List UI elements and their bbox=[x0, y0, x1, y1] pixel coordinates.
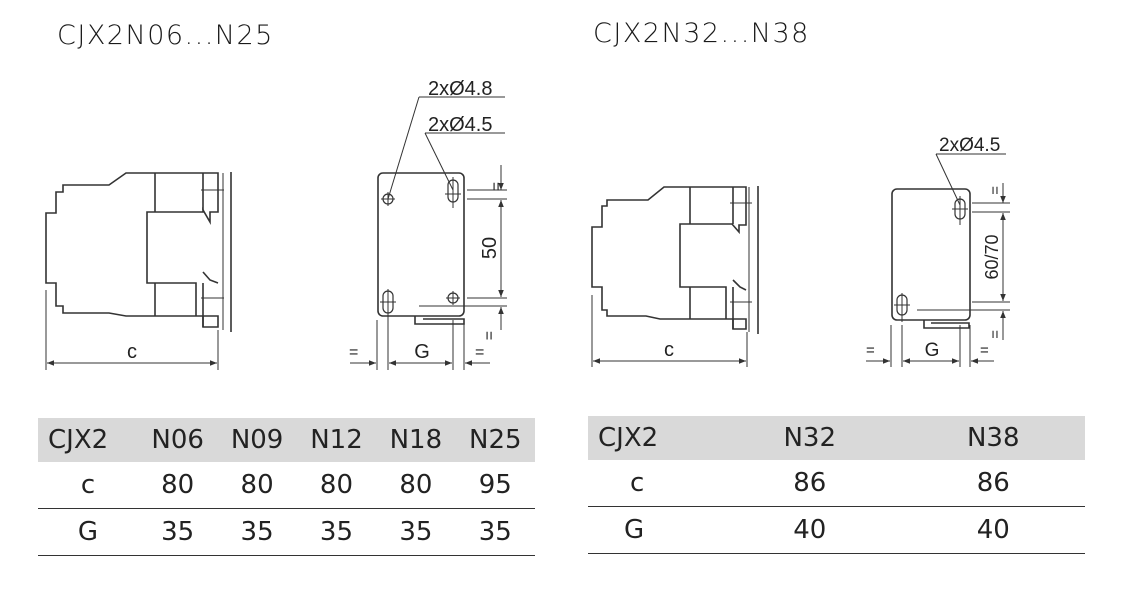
cell: 80 bbox=[296, 462, 377, 509]
left-eq-bottom: = bbox=[480, 331, 497, 340]
row-label: c bbox=[588, 460, 718, 507]
left-side-view: c bbox=[45, 172, 232, 370]
table-row: G 35 35 35 35 35 bbox=[38, 508, 535, 556]
table-row: c 86 86 bbox=[588, 460, 1085, 507]
right-hole-label: 2xØ4.5 bbox=[939, 135, 1000, 156]
row-label: c bbox=[38, 462, 138, 509]
table-row: G 40 40 bbox=[588, 506, 1085, 554]
left-hole-label-1: 2xØ4.8 bbox=[428, 78, 492, 100]
cell: 35 bbox=[217, 508, 297, 556]
right-front-view: 2xØ4.5 = = 60/70 = = G bbox=[866, 135, 1010, 367]
cell: 40 bbox=[901, 506, 1085, 554]
header-cell: CJX2 bbox=[38, 418, 138, 462]
table-header-row: CJX2 N06 N09 N12 N18 N25 bbox=[38, 418, 535, 462]
right-dim-c: c bbox=[664, 339, 674, 361]
left-eq-right: = bbox=[475, 344, 484, 361]
cell: 80 bbox=[376, 462, 456, 509]
cell: 95 bbox=[455, 462, 535, 509]
cell: 35 bbox=[138, 508, 218, 556]
right-side-view: c bbox=[591, 186, 759, 367]
right-eq-top: = bbox=[986, 186, 1003, 195]
cell: 40 bbox=[718, 506, 902, 554]
cell: 80 bbox=[217, 462, 297, 509]
header-cell: CJX2 bbox=[588, 416, 718, 460]
right-dimension-table: CJX2 N32 N38 c 86 86 G 40 40 bbox=[588, 416, 1085, 554]
cell: 35 bbox=[376, 508, 456, 556]
row-label: G bbox=[38, 508, 138, 556]
left-dimension-table: CJX2 N06 N09 N12 N18 N25 c 80 80 80 80 9… bbox=[38, 418, 535, 556]
left-dim-50: 50 bbox=[479, 237, 501, 259]
table-row: c 80 80 80 80 95 bbox=[38, 462, 535, 509]
header-cell: N09 bbox=[217, 418, 297, 462]
left-front-view: 2xØ4.8 2xØ4.5 = = 50 = = G bbox=[349, 78, 507, 370]
cell: 80 bbox=[138, 462, 218, 509]
table-header-row: CJX2 N32 N38 bbox=[588, 416, 1085, 460]
right-eq-left: = bbox=[866, 342, 875, 359]
cell: 86 bbox=[901, 460, 1085, 507]
cell: 35 bbox=[296, 508, 377, 556]
left-hole-label-2: 2xØ4.5 bbox=[428, 114, 492, 136]
right-eq-right: = bbox=[980, 342, 989, 359]
left-eq-top: = bbox=[487, 182, 504, 191]
cell: 86 bbox=[718, 460, 902, 507]
left-eq-left: = bbox=[349, 344, 358, 361]
right-dim-g: G bbox=[925, 340, 940, 361]
header-cell: N18 bbox=[376, 418, 456, 462]
header-cell: N06 bbox=[138, 418, 218, 462]
cell: 35 bbox=[455, 508, 535, 556]
right-dim-60-70: 60/70 bbox=[982, 234, 1002, 279]
header-cell: N38 bbox=[901, 416, 1085, 460]
header-cell: N32 bbox=[718, 416, 902, 460]
header-cell: N25 bbox=[455, 418, 535, 462]
right-title: CJX2N32...N38 bbox=[593, 18, 810, 49]
left-dim-g: G bbox=[414, 341, 430, 363]
left-title: CJX2N06...N25 bbox=[57, 20, 274, 51]
row-label: G bbox=[588, 506, 718, 554]
right-eq-bottom: = bbox=[986, 330, 1003, 339]
left-dim-c: c bbox=[127, 341, 137, 363]
header-cell: N12 bbox=[296, 418, 377, 462]
